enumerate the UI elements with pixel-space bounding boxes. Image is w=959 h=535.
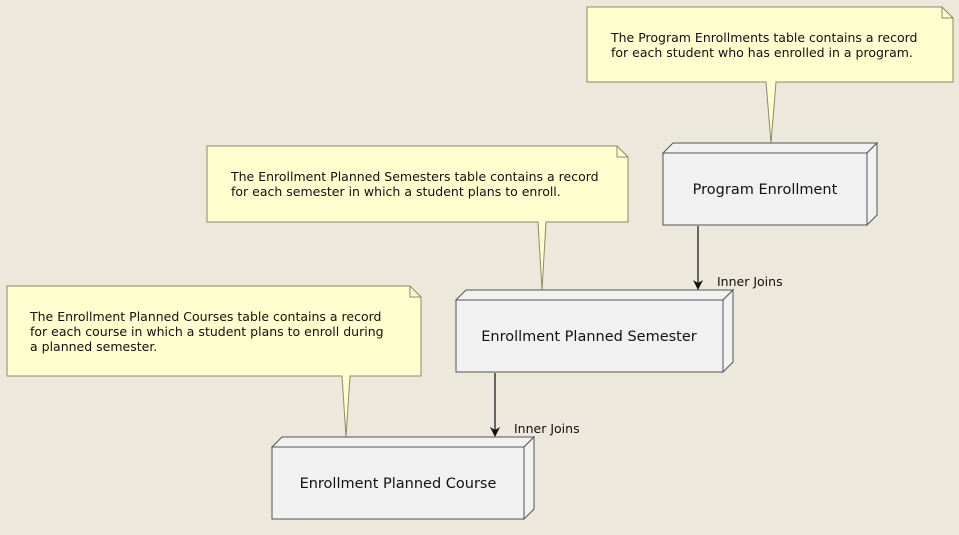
note-shape <box>206 145 629 291</box>
node-box-top <box>454 289 735 301</box>
note-shape <box>586 6 954 144</box>
note-text-line: for each course in which a student plans… <box>30 324 384 339</box>
edge-semester-to-course: Inner Joins <box>490 373 580 437</box>
node-label: Enrollment Planned Semester <box>481 329 697 345</box>
note-enrollment-planned-course: The Enrollment Planned Courses table con… <box>6 285 422 438</box>
node-box-side <box>523 435 535 521</box>
node-box-top <box>661 142 879 154</box>
note-text-line: The Enrollment Planned Courses table con… <box>29 309 381 324</box>
node-box-side <box>866 141 878 227</box>
node-program-enrollment[interactable]: Program Enrollment <box>661 141 879 227</box>
node-label: Enrollment Planned Course <box>300 476 497 492</box>
note-text-line: for each student who has enrolled in a p… <box>611 45 913 60</box>
edge-label: Inner Joins <box>514 421 580 436</box>
note-fold <box>409 286 421 298</box>
node-label: Program Enrollment <box>693 182 838 198</box>
node-box-top <box>270 436 536 448</box>
note-fold <box>616 146 628 158</box>
node-enrollment-planned-semester[interactable]: Enrollment Planned Semester <box>454 288 735 374</box>
note-text-line: The Enrollment Planned Semesters table c… <box>230 169 599 184</box>
note-enrollment-planned-semester: The Enrollment Planned Semesters table c… <box>206 145 629 291</box>
node-box-front <box>662 152 868 226</box>
edge-program-to-semester: Inner Joins <box>693 226 783 290</box>
note-program-enrollment: The Program Enrollments table contains a… <box>586 6 954 144</box>
edge-label: Inner Joins <box>717 274 783 289</box>
node-enrollment-planned-course[interactable]: Enrollment Planned Course <box>270 435 536 521</box>
note-text-line: The Program Enrollments table contains a… <box>610 30 917 45</box>
note-text-line: a planned semester. <box>30 339 157 354</box>
node-box-front <box>455 299 724 373</box>
node-box-side <box>722 288 734 374</box>
node-box-front <box>271 446 525 520</box>
note-fold <box>941 7 953 19</box>
note-text-line: for each semester in which a student pla… <box>231 184 561 199</box>
note-shape <box>6 285 422 438</box>
